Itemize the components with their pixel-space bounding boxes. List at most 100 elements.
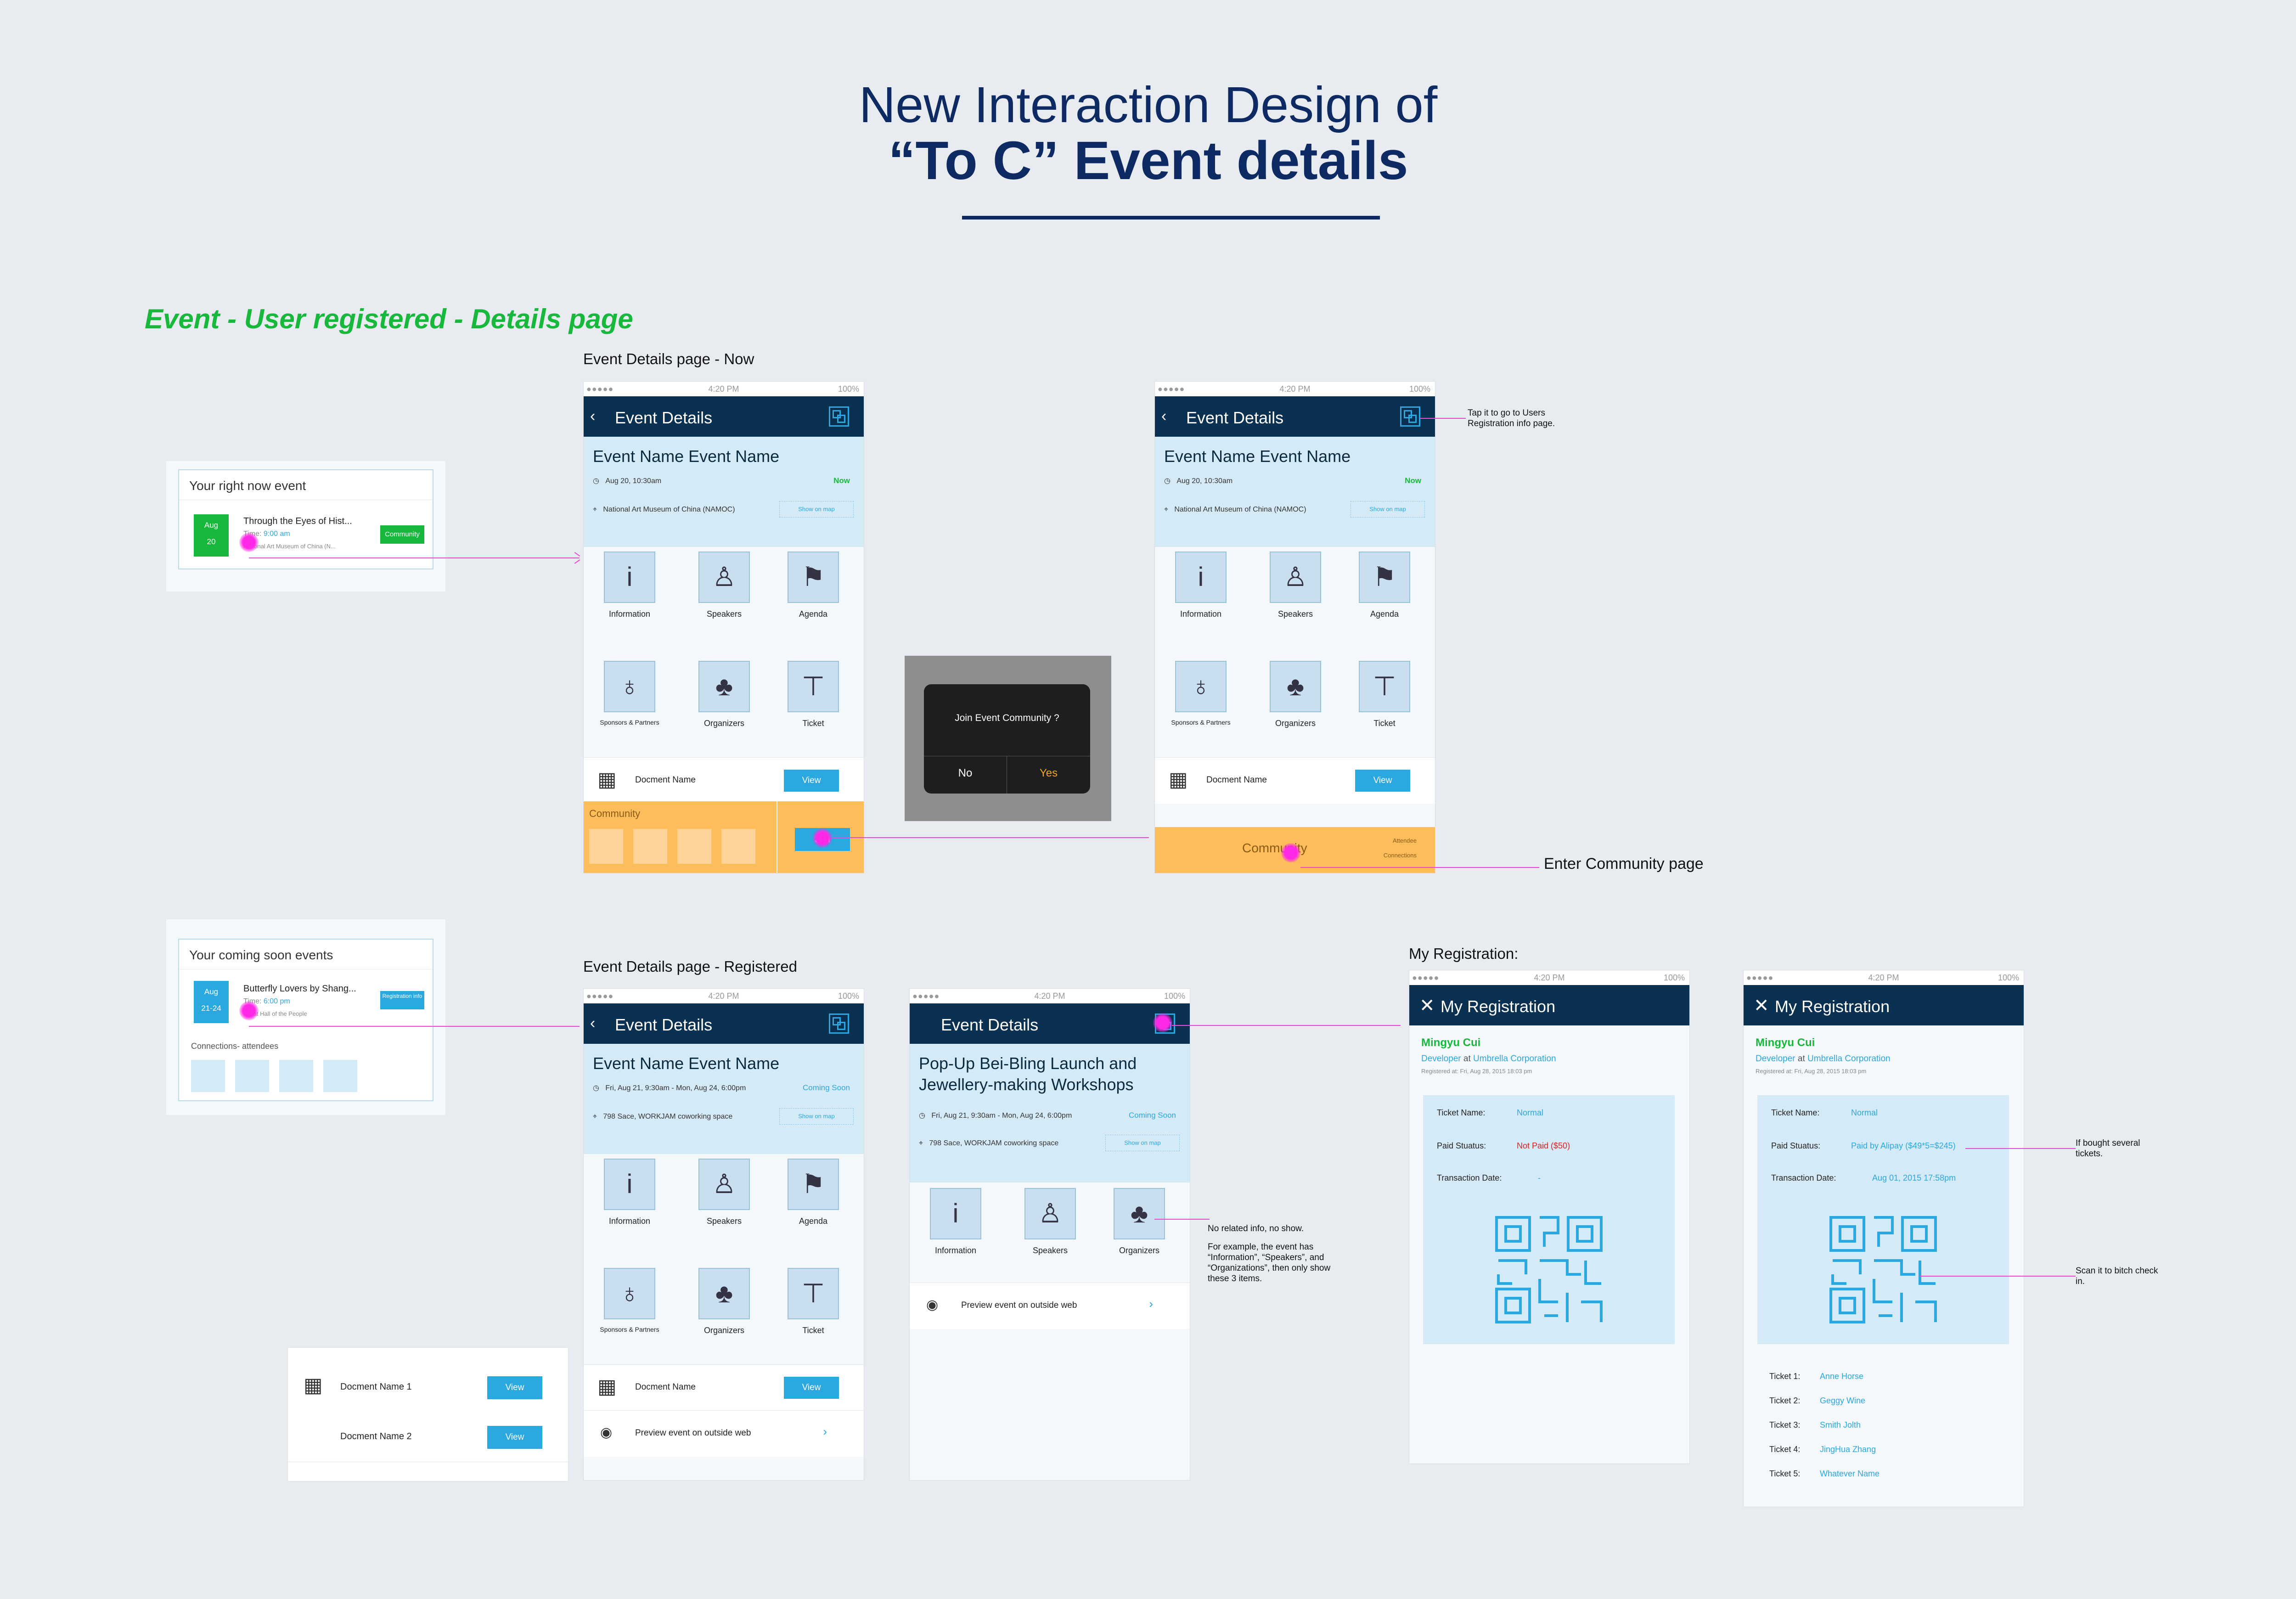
no-button[interactable]: No bbox=[958, 767, 973, 779]
flow-arrow bbox=[249, 557, 580, 558]
registration-info-button[interactable]: Registration info bbox=[380, 991, 424, 1009]
note-bought: If bought several tickets. bbox=[2076, 1138, 2140, 1159]
nav-bar: ‹ Event Details bbox=[584, 396, 864, 437]
back-icon[interactable]: ‹ bbox=[590, 1014, 596, 1032]
note-qr: Tap it to go to Users Registration info … bbox=[1468, 408, 1555, 428]
event-title: Pop-Up Bei-Bling Launch and Jewellery-ma… bbox=[919, 1054, 1137, 1094]
qr-code-icon[interactable] bbox=[829, 1013, 849, 1034]
balloon-icon[interactable]: ♁ bbox=[604, 1268, 655, 1319]
event-name[interactable]: Butterfly Lovers by Shang... bbox=[243, 984, 356, 994]
view-button[interactable]: View bbox=[784, 1377, 839, 1399]
qr-code-icon[interactable] bbox=[829, 406, 849, 427]
nav-title: My Registration bbox=[1775, 997, 1890, 1016]
event-header: Pop-Up Bei-Bling Launch and Jewellery-ma… bbox=[910, 1044, 1190, 1182]
balloon-icon[interactable]: ♁ bbox=[1175, 661, 1227, 712]
show-on-map-button[interactable]: Show on map bbox=[779, 501, 854, 518]
paid-status: Not Paid ($50) bbox=[1517, 1141, 1570, 1150]
phone-my-registration-paid: ●●●●● 4:20 PM 100% ✕ My Registration Min… bbox=[1743, 970, 2024, 1507]
attendee-avatar[interactable] bbox=[279, 1060, 313, 1092]
qr-code-icon[interactable] bbox=[1400, 406, 1420, 427]
clover-icon[interactable]: ♣ bbox=[1114, 1188, 1165, 1239]
community-button[interactable]: Community bbox=[380, 525, 424, 544]
document-icon: ▦ bbox=[304, 1374, 323, 1396]
document-icon: ▦ bbox=[597, 768, 617, 791]
event-name[interactable]: Through the Eyes of Hist... bbox=[243, 516, 352, 526]
annotation-line bbox=[1965, 1148, 2076, 1149]
ticket-panel: Ticket Name: Normal Paid Stuatus: Not Pa… bbox=[1423, 1095, 1675, 1344]
nav-bar: ‹ Event Details bbox=[1155, 396, 1435, 437]
location-pin-icon: ⌖ bbox=[593, 1113, 597, 1120]
ticket-icon[interactable]: ⊤ bbox=[1359, 661, 1410, 712]
preview-row[interactable]: ◉ Preview event on outside web › bbox=[584, 1410, 864, 1457]
annotation-line bbox=[1420, 418, 1466, 419]
ticket-holder: JingHua Zhang bbox=[1820, 1445, 1876, 1454]
nav-title: Event Details bbox=[615, 1015, 713, 1034]
location-pin-icon: ⌖ bbox=[919, 1139, 923, 1147]
status-bar: ●●●●● 4:20 PM 100% bbox=[1744, 970, 2024, 985]
attendee-avatar[interactable] bbox=[191, 1060, 225, 1092]
document-row: ▦ Docment Name View bbox=[584, 1364, 864, 1411]
back-icon[interactable]: ‹ bbox=[590, 407, 596, 425]
ticket-holder: Smith Jolth bbox=[1820, 1420, 1861, 1430]
status-badge: Now bbox=[833, 476, 850, 485]
card-title: Your right now event bbox=[189, 479, 306, 493]
view-button[interactable]: View bbox=[1355, 770, 1410, 792]
close-icon[interactable]: ✕ bbox=[1419, 996, 1435, 1016]
attendee-avatar[interactable] bbox=[323, 1060, 357, 1092]
view-button[interactable]: View bbox=[784, 770, 839, 792]
user-name: Mingyu Cui bbox=[1421, 1036, 1481, 1049]
phone-event-details-registered: ●●●●● 4:20 PM 100% ‹ Event Details Event… bbox=[583, 988, 864, 1481]
title-divider bbox=[962, 216, 1380, 220]
status-bar: ●●●●● 4:20 PM 100% bbox=[584, 382, 864, 396]
community-bar[interactable]: Community Attendee Connections bbox=[1155, 827, 1435, 873]
clover-icon[interactable]: ♣ bbox=[698, 661, 750, 712]
flag-icon[interactable]: ⚑ bbox=[788, 1159, 839, 1210]
show-on-map-button[interactable]: Show on map bbox=[1105, 1135, 1180, 1151]
document-icon: ▦ bbox=[597, 1375, 617, 1398]
microphone-icon[interactable]: ♙ bbox=[698, 552, 750, 603]
view-button[interactable]: View bbox=[487, 1426, 542, 1449]
information-icon[interactable]: i bbox=[604, 1159, 655, 1210]
nav-bar: ✕ My Registration bbox=[1744, 985, 2024, 1025]
microphone-icon[interactable]: ♙ bbox=[1270, 552, 1321, 603]
information-icon[interactable]: i bbox=[930, 1188, 981, 1239]
flow-arrow bbox=[249, 1026, 580, 1027]
show-on-map-button[interactable]: Show on map bbox=[1351, 501, 1425, 518]
clock-icon: ◷ bbox=[919, 1112, 925, 1120]
dialog-question: Join Event Community ? bbox=[955, 713, 1059, 723]
dialog-overlay: Join Event Community ? No Yes bbox=[905, 656, 1111, 821]
clover-icon[interactable]: ♣ bbox=[1270, 661, 1321, 712]
annotation-line bbox=[1154, 1219, 1210, 1220]
information-icon[interactable]: i bbox=[604, 552, 655, 603]
ticket-icon[interactable]: ⊤ bbox=[788, 1268, 839, 1319]
flag-icon[interactable]: ⚑ bbox=[788, 552, 839, 603]
clover-icon[interactable]: ♣ bbox=[698, 1268, 750, 1319]
status-bar: ●●●●● 4:20 PM 100% bbox=[584, 989, 864, 1003]
right-now-card: Your right now event Aug 20 Through the … bbox=[166, 461, 445, 591]
yes-button[interactable]: Yes bbox=[1039, 767, 1058, 779]
clock-icon: ◷ bbox=[593, 1084, 599, 1092]
back-icon[interactable]: ‹ bbox=[1161, 407, 1167, 425]
qr-code-icon bbox=[1495, 1216, 1603, 1323]
close-icon[interactable]: ✕ bbox=[1754, 996, 1769, 1016]
preview-row[interactable]: ◉ Preview event on outside web › bbox=[910, 1283, 1190, 1329]
information-icon[interactable]: i bbox=[1175, 552, 1227, 603]
ticket-holder: Whatever Name bbox=[1820, 1469, 1880, 1478]
flag-icon[interactable]: ⚑ bbox=[1359, 552, 1410, 603]
microphone-icon[interactable]: ♙ bbox=[1024, 1188, 1076, 1239]
view-button[interactable]: View bbox=[487, 1376, 542, 1399]
microphone-icon[interactable]: ♙ bbox=[698, 1159, 750, 1210]
tap-indicator bbox=[1153, 1013, 1172, 1032]
ticket-holder: Geggy Wine bbox=[1820, 1396, 1866, 1405]
balloon-icon[interactable]: ♁ bbox=[604, 661, 655, 712]
registered-date: Registered at: Fri, Aug 28, 2015 18:03 p… bbox=[1421, 1068, 1532, 1075]
show-on-map-button[interactable]: Show on map bbox=[779, 1108, 854, 1125]
ticket-icon[interactable]: ⊤ bbox=[788, 661, 839, 712]
registered-date: Registered at: Fri, Aug 28, 2015 18:03 p… bbox=[1756, 1068, 1867, 1075]
tap-indicator bbox=[1281, 843, 1300, 862]
qr-code-icon bbox=[1829, 1216, 1937, 1323]
caption-now: Event Details page - Now bbox=[583, 350, 754, 367]
event-header: Event Name Event Name ◷ Fri, Aug 21, 9:3… bbox=[584, 1044, 864, 1154]
nav-title: Event Details bbox=[1186, 408, 1284, 427]
attendee-avatar[interactable] bbox=[235, 1060, 269, 1092]
